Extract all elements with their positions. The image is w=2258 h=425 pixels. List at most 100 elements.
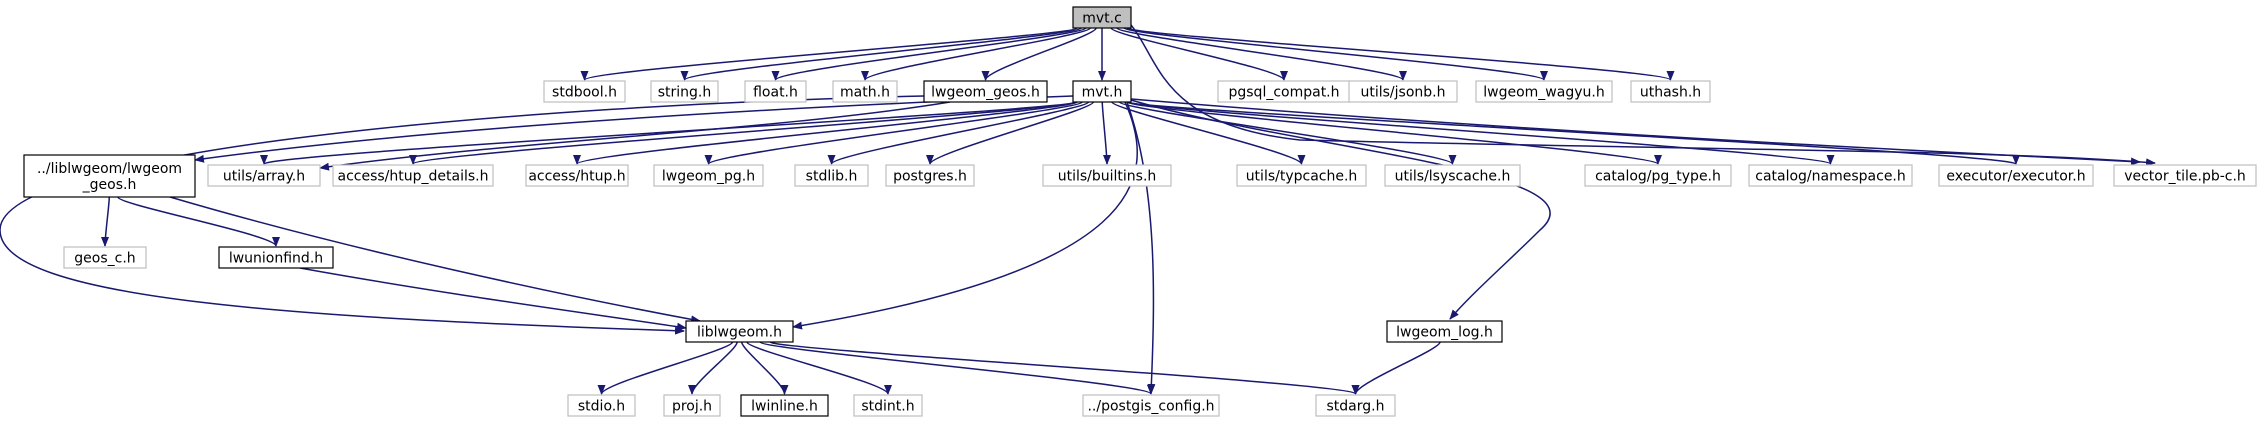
node-box xyxy=(740,394,829,417)
node-vector-tile: vector_tile.pb-c.h xyxy=(2113,164,2257,187)
node-box xyxy=(543,80,626,103)
edge-mvt_h-to-namespace xyxy=(1126,101,1834,165)
node-label: lwgeom_log.h xyxy=(1396,325,1493,341)
node-mvt-c[interactable]: mvt.c xyxy=(1072,6,1132,29)
edge-liblwgeom_geos-to-liblwgeom xyxy=(169,196,701,324)
edge-liblwgeom_geos-to-lwunionfind xyxy=(117,196,280,247)
node-postgres: postgres.h xyxy=(885,164,975,187)
node-math: math.h xyxy=(832,80,898,103)
node-label: ../postgis_config.h xyxy=(1087,399,1214,415)
edge-mvt_h-to-htup_details xyxy=(409,101,1078,165)
node-label: utils/builtins.h xyxy=(1058,169,1157,185)
node-liblwgeom[interactable]: liblwgeom.h xyxy=(685,320,794,343)
edge-mvt_h-to-utils_typcache xyxy=(1111,101,1306,165)
edge-mvt_h-to-liblwgeom_geos xyxy=(194,95,1074,163)
node-box xyxy=(525,164,629,187)
edge-liblwgeom-to-proj xyxy=(688,341,738,395)
edge-mvt_c-to-pgsql_compat xyxy=(1110,27,1288,81)
edge-mvt_h-to-vector_tile xyxy=(1130,98,2141,166)
node-box xyxy=(207,164,321,187)
node-utils-lsyscache: utils/lsyscache.h xyxy=(1384,164,1521,187)
node-label: lwgeom_geos.h xyxy=(931,85,1040,101)
node-box xyxy=(2113,164,2257,187)
edge-liblwgeom-to-stdio xyxy=(597,341,734,395)
node-label: utils/array.h xyxy=(223,169,305,185)
node-utils-array: utils/array.h xyxy=(207,164,321,187)
node-label: liblwgeom.h xyxy=(697,325,782,341)
node-box xyxy=(23,154,196,198)
node-stdint: stdint.h xyxy=(853,394,923,417)
node-box xyxy=(218,246,334,269)
node-label: catalog/namespace.h xyxy=(1755,169,1906,185)
node-label: mvt.h xyxy=(1082,85,1123,101)
edge-lwgeom_geos-to-utils_array xyxy=(319,101,951,171)
edge-mvt_h-to-lwgeom_log xyxy=(1130,99,1551,320)
node-label: utils/typcache.h xyxy=(1246,169,1358,185)
node-label: ../liblwgeom/lwgeom xyxy=(37,161,182,177)
node-stdlib: stdlib.h xyxy=(794,164,869,187)
node-label: mvt.c xyxy=(1082,11,1122,27)
node-box xyxy=(1475,80,1613,103)
edge-mvt_h-to-lwgeom_pg xyxy=(704,101,1084,165)
edge-mvt_c-to-uthash xyxy=(1126,27,1675,81)
node-box xyxy=(1042,164,1172,187)
node-stdarg: stdarg.h xyxy=(1315,394,1396,417)
node-box xyxy=(1748,164,1913,187)
node-lwinline[interactable]: lwinline.h xyxy=(740,394,829,417)
edge-mvt_c-to-float xyxy=(771,27,1087,81)
node-label: stdarg.h xyxy=(1327,399,1385,415)
node-geos-c: geos_c.h xyxy=(63,246,147,269)
node-box xyxy=(1348,80,1458,103)
node-proj: proj.h xyxy=(663,394,721,417)
node-float: float.h xyxy=(744,80,807,103)
node-box xyxy=(744,80,807,103)
edge-mvt_h-to-utils_lsyscache xyxy=(1118,101,1457,165)
node-lwunionfind[interactable]: lwunionfind.h xyxy=(218,246,334,269)
node-box xyxy=(1630,80,1711,103)
node-pg-type: catalog/pg_type.h xyxy=(1584,164,1732,187)
node-box xyxy=(663,394,721,417)
edge-mvt_c-to-lwgeom_geos xyxy=(981,27,1097,81)
node-box xyxy=(1315,394,1396,417)
edge-mvt_h-to-utils_builtins xyxy=(1101,101,1111,165)
node-namespace: catalog/namespace.h xyxy=(1748,164,1913,187)
node-box xyxy=(1938,164,2094,187)
node-uthash: uthash.h xyxy=(1630,80,1711,103)
node-lwgeom-geos[interactable]: lwgeom_geos.h xyxy=(923,80,1048,103)
edge-mvt_h-to-executor xyxy=(1126,101,2020,165)
node-box xyxy=(1584,164,1732,187)
node-label: postgres.h xyxy=(893,169,967,185)
edge-liblwgeom_geos-to-geos_c xyxy=(101,196,111,247)
node-box xyxy=(63,246,147,269)
node-label: stdio.h xyxy=(578,399,625,415)
node-pgsql-compat: pgsql_compat.h xyxy=(1217,80,1351,103)
node-box xyxy=(1236,164,1367,187)
node-label: utils/jsonb.h xyxy=(1361,85,1446,101)
node-label: string.h xyxy=(658,85,712,101)
edge-liblwgeom-to-stdint xyxy=(746,341,892,395)
node-lwgeom-log[interactable]: lwgeom_log.h xyxy=(1386,320,1503,343)
node-htup-details: access/htup_details.h xyxy=(332,164,494,187)
node-stdio: stdio.h xyxy=(567,394,636,417)
node-liblwgeom-geos[interactable]: ../liblwgeom/lwgeom_geos.h xyxy=(23,154,196,198)
node-box xyxy=(853,394,923,417)
node-label: stdbool.h xyxy=(552,85,617,101)
node-lwgeom-wagyu: lwgeom_wagyu.h xyxy=(1475,80,1613,103)
node-label: access/htup.h xyxy=(528,169,625,185)
edge-mvt_h-to-htup xyxy=(573,101,1078,165)
node-utils-typcache: utils/typcache.h xyxy=(1236,164,1367,187)
edge-mvt_h-to-liblwgeom xyxy=(792,101,1139,330)
node-htup: access/htup.h xyxy=(525,164,629,187)
edge-mvt_h-to-postgres xyxy=(926,101,1095,165)
node-label: executor/executor.h xyxy=(1946,169,2085,185)
edge-liblwgeom-to-lwinline xyxy=(741,341,789,395)
node-label: lwgeom_wagyu.h xyxy=(1483,85,1604,101)
edge-mvt_h-to-postgis_config xyxy=(1126,101,1156,394)
node-label: lwinline.h xyxy=(751,399,818,415)
edge-mvt_c-to-lwgeom_wagyu xyxy=(1123,27,1548,81)
node-label: math.h xyxy=(840,85,890,101)
edge-mvt_c-to-utils_jsonb xyxy=(1116,27,1407,81)
node-box xyxy=(885,164,975,187)
node-label: access/htup_details.h xyxy=(338,169,489,185)
node-mvt-h[interactable]: mvt.h xyxy=(1072,80,1132,103)
